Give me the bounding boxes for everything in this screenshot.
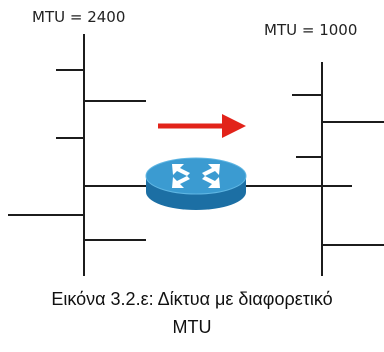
left-network	[8, 34, 148, 276]
figure-caption-line-1: Εικόνα 3.2.ε: Δίκτυα με διαφορετικό	[51, 289, 333, 309]
right-mtu-label: MTU = 1000	[264, 21, 358, 39]
figure-caption-line-2: MTU	[172, 317, 212, 337]
router-icon	[145, 157, 247, 210]
right-network	[246, 62, 384, 276]
arrow-right-icon	[158, 114, 246, 138]
left-mtu-label: MTU = 2400	[32, 8, 126, 26]
